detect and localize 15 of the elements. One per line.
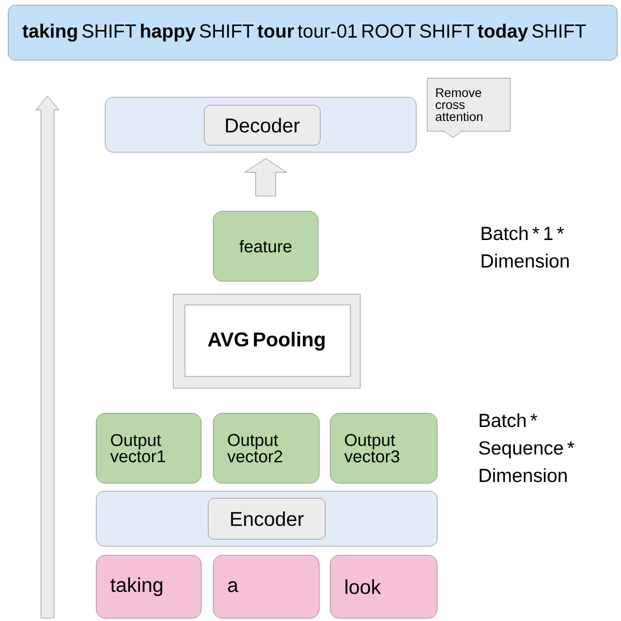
dimension-note: Batch * Sequence * Dimension <box>479 413 574 482</box>
block-arrow <box>244 158 287 196</box>
callout-box: Remove cross attention <box>427 78 510 138</box>
token-box: a <box>213 555 320 618</box>
dimension-note: Batch * 1 * Dimension <box>482 226 569 268</box>
feature-box: feature <box>213 211 318 282</box>
module-box: Decoder <box>204 105 320 146</box>
banner-box: taking SHIFT happy SHIFT tour tour-01 ROOT SHIFT today SHIFT <box>8 5 618 60</box>
token-box: look <box>330 555 438 618</box>
vector-box: Output vector2 <box>213 413 320 484</box>
token-box: taking <box>96 555 202 618</box>
vector-box: Output vector3 <box>330 413 438 484</box>
vector-box: Output vector1 <box>96 413 202 484</box>
pooling-box: AVG Pooling <box>173 294 360 388</box>
module-box: Encoder <box>208 498 326 540</box>
